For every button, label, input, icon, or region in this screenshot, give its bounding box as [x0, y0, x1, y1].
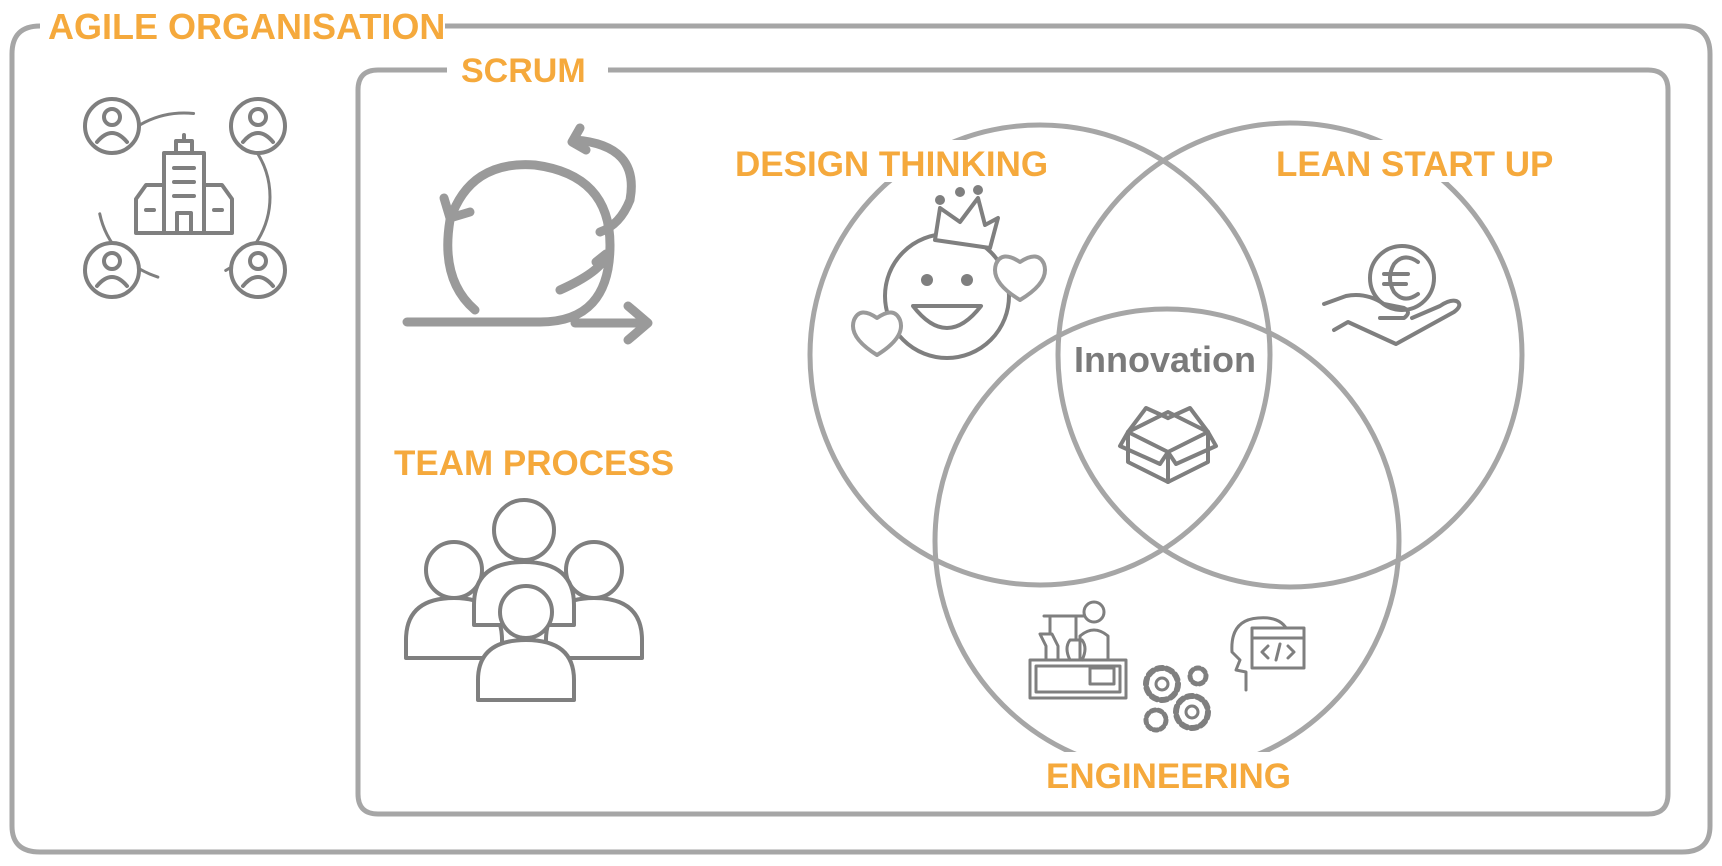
design-thinking-circle	[807, 122, 1273, 588]
head-code-icon	[1230, 616, 1306, 692]
scrum-frame: SCRUM	[355, 52, 1671, 817]
lean-start-up-circle	[1055, 120, 1525, 590]
design-thinking-label: DESIGN THINKING	[735, 145, 1048, 184]
innovation-label: Innovation	[1074, 339, 1256, 380]
scrum-label: SCRUM	[461, 52, 586, 90]
scrum-cycle-icon	[402, 123, 653, 345]
gears-icon	[1143, 665, 1211, 733]
team-process-label: TEAM PROCESS	[394, 444, 674, 483]
happy-king-face-icon	[851, 185, 1047, 360]
euro-hand-icon	[1322, 244, 1462, 346]
lab-scientist-icon	[1028, 600, 1128, 700]
agile-organisation-frame: AGILE ORGANISATION	[9, 6, 1713, 855]
engineering-label: ENGINEERING	[1046, 757, 1291, 796]
open-box-icon	[1118, 406, 1218, 484]
lean-start-up-label: LEAN START UP	[1276, 145, 1553, 184]
team-group-icon	[404, 498, 644, 702]
organisation-network-icon	[83, 97, 287, 299]
agile-organisation-label: AGILE ORGANISATION	[48, 6, 445, 47]
